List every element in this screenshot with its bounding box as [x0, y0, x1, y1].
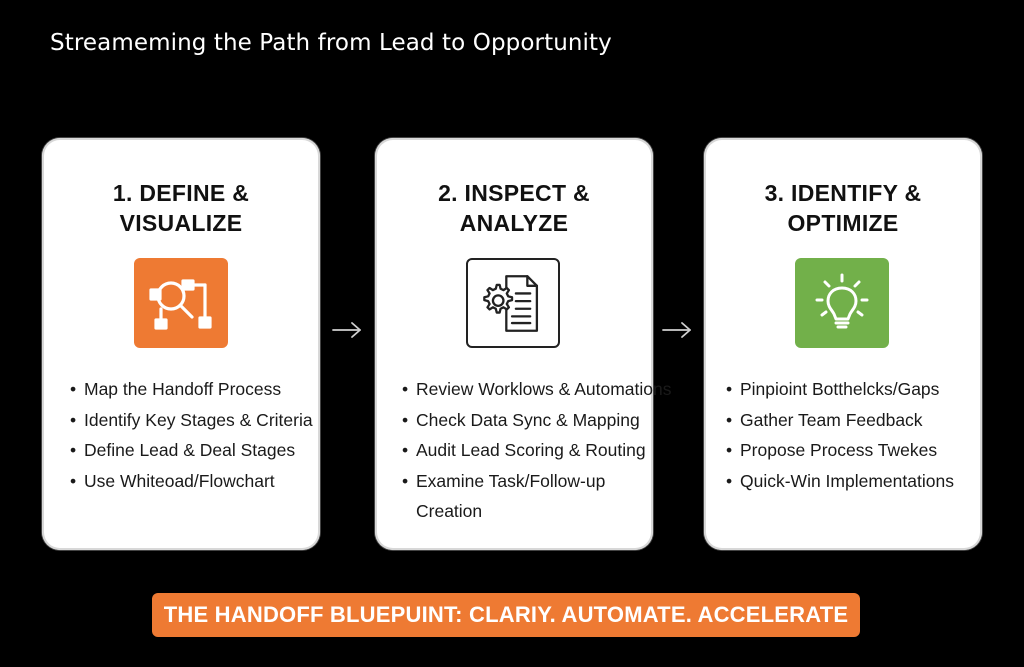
list-item: Use Whiteoad/Flowchart [70, 466, 312, 497]
tagline-banner: THE HANDOFF BLUEPUINT: CLARIY. AUTOMATE.… [152, 593, 860, 637]
list-item: Examine Task/Follow-up Creation [402, 466, 616, 527]
list-item: Define Lead & Deal Stages [70, 435, 312, 466]
list-item: Review Worklows & Automations [402, 374, 671, 405]
arrow-right-icon [662, 322, 691, 338]
step-bullet-list: Review Worklows & Automations Check Data… [402, 374, 671, 527]
step-title: 3. IDENTIFY & OPTIMIZE [704, 178, 982, 238]
step-card-define: 1. DEFINE & VISUALIZE Map the Handoff Pr… [42, 138, 320, 550]
step-title-line-1: 3. IDENTIFY & [764, 180, 922, 206]
step-card-identify: 3. IDENTIFY & OPTIMIZE Pinpioint Botthel… [704, 138, 982, 550]
page-title: Streameming the Path from Lead to Opport… [50, 30, 612, 56]
step-title: 2. INSPECT & ANALYZE [375, 178, 653, 238]
list-item: Quick-Win Implementations [726, 466, 974, 497]
arrow-right-icon [332, 322, 361, 338]
list-item: Audit Lead Scoring & Routing [402, 435, 653, 466]
step-bullet-list: Map the Handoff Process Identify Key Sta… [70, 374, 313, 497]
list-item: Check Data Sync & Mapping [402, 405, 653, 436]
list-item: Identify Key Stages & Criteria [70, 405, 313, 436]
step-bullet-list: Pinpioint Botthelcks/Gaps Gather Team Fe… [726, 374, 974, 496]
step-title-line-1: 1. DEFINE & [112, 180, 250, 206]
list-item: Pinpioint Botthelcks/Gaps [726, 374, 974, 405]
lightbulb-icon [795, 258, 889, 348]
step-title-line-1: 2. INSPECT & [438, 180, 590, 206]
step-title-line-2: VISUALIZE [119, 210, 243, 236]
list-item: Map the Handoff Process [70, 374, 312, 405]
gear-document-icon [466, 258, 560, 348]
step-title-line-2: OPTIMIZE [787, 210, 899, 236]
step-title: 1. DEFINE & VISUALIZE [42, 178, 320, 238]
list-item: Propose Process Twekes [726, 435, 974, 466]
list-item: Gather Team Feedback [726, 405, 974, 436]
step-title-line-2: ANALYZE [459, 210, 569, 236]
step-card-inspect: 2. INSPECT & ANALYZE Review Worklows & A… [375, 138, 671, 550]
magnifier-flowchart-icon [134, 258, 228, 348]
